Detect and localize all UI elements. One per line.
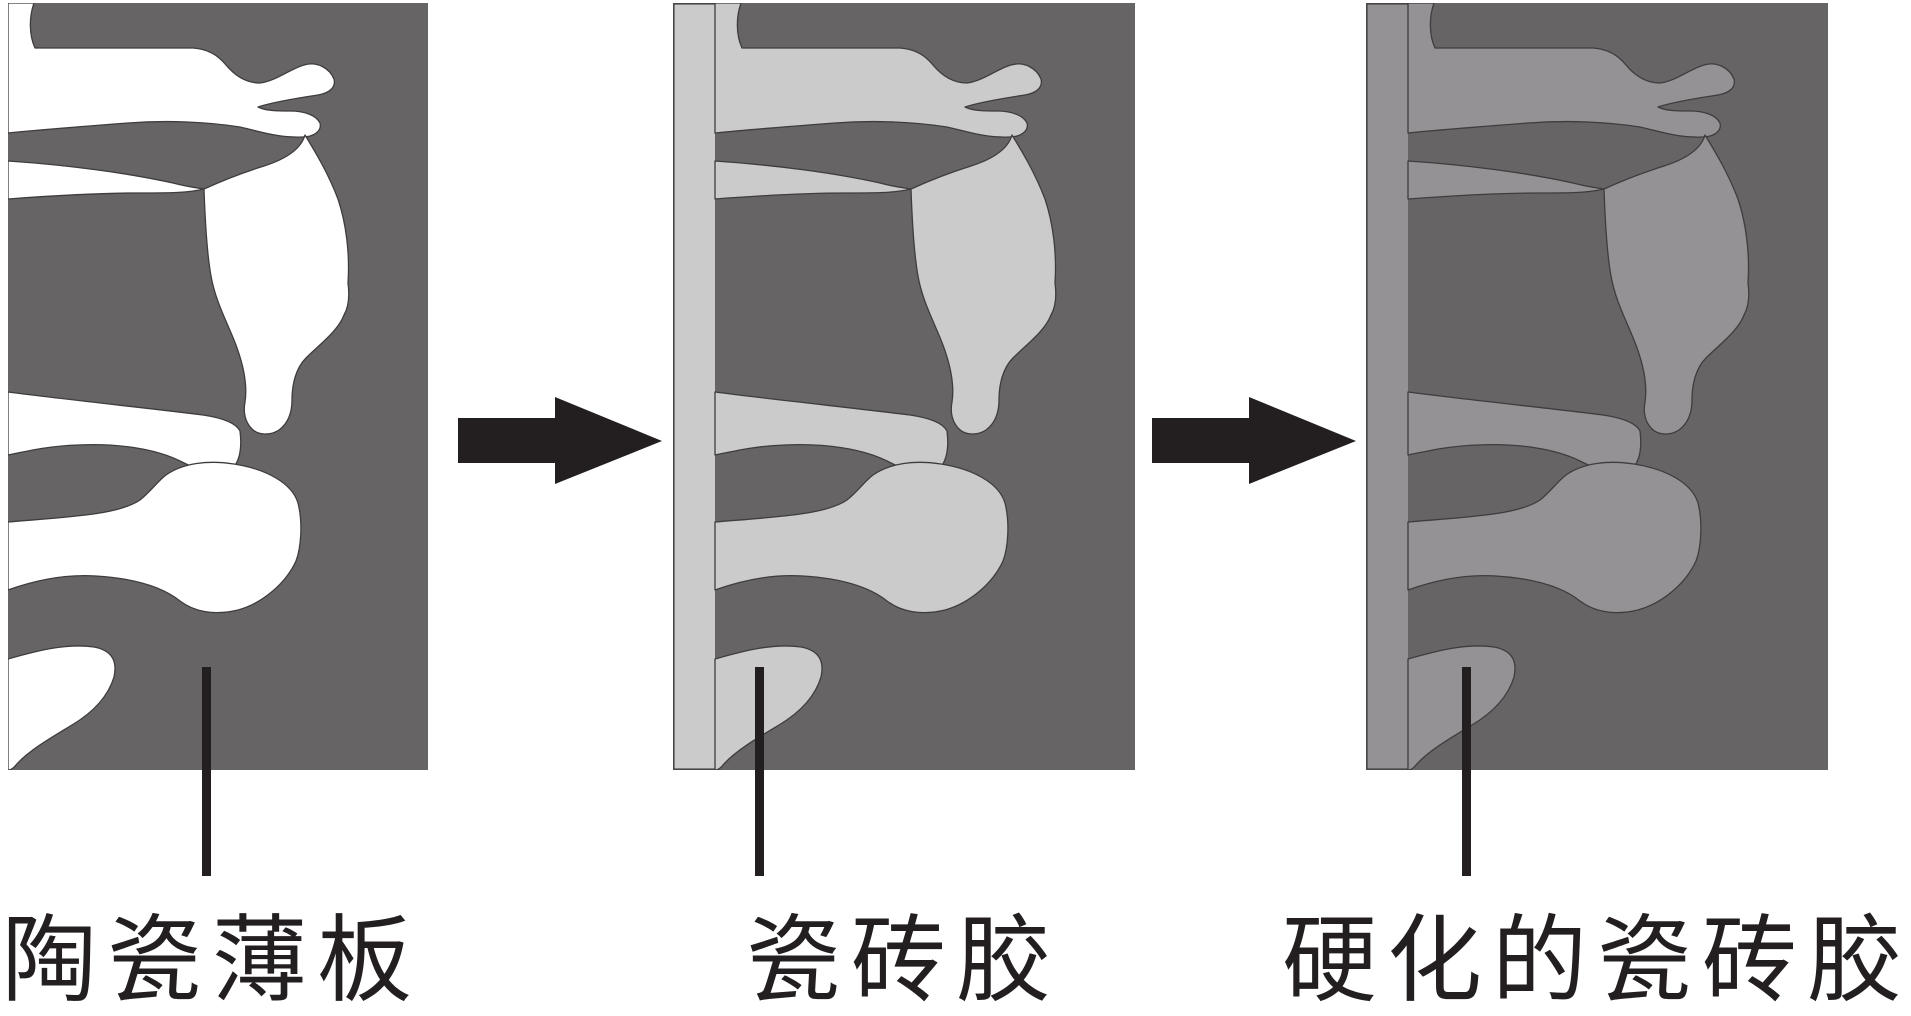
pointer-line-hardened <box>1462 667 1471 876</box>
label-ceramic-sheet: 陶瓷薄板 <box>2 906 423 1016</box>
label-tile-adhesive: 瓷砖胶 <box>746 906 1062 1016</box>
arrow-right-icon <box>1152 397 1356 484</box>
panel-hardened-adhesive <box>1366 3 1828 770</box>
label-hardened-tile-adhesive: 硬化的瓷砖胶 <box>1282 906 1911 1016</box>
pointer-line-ceramic <box>202 667 211 876</box>
arrow-right-icon <box>458 397 662 484</box>
panel-ceramic-sheet <box>8 3 428 770</box>
pointer-line-adhesive <box>755 667 764 876</box>
panel-tile-adhesive <box>673 3 1135 770</box>
